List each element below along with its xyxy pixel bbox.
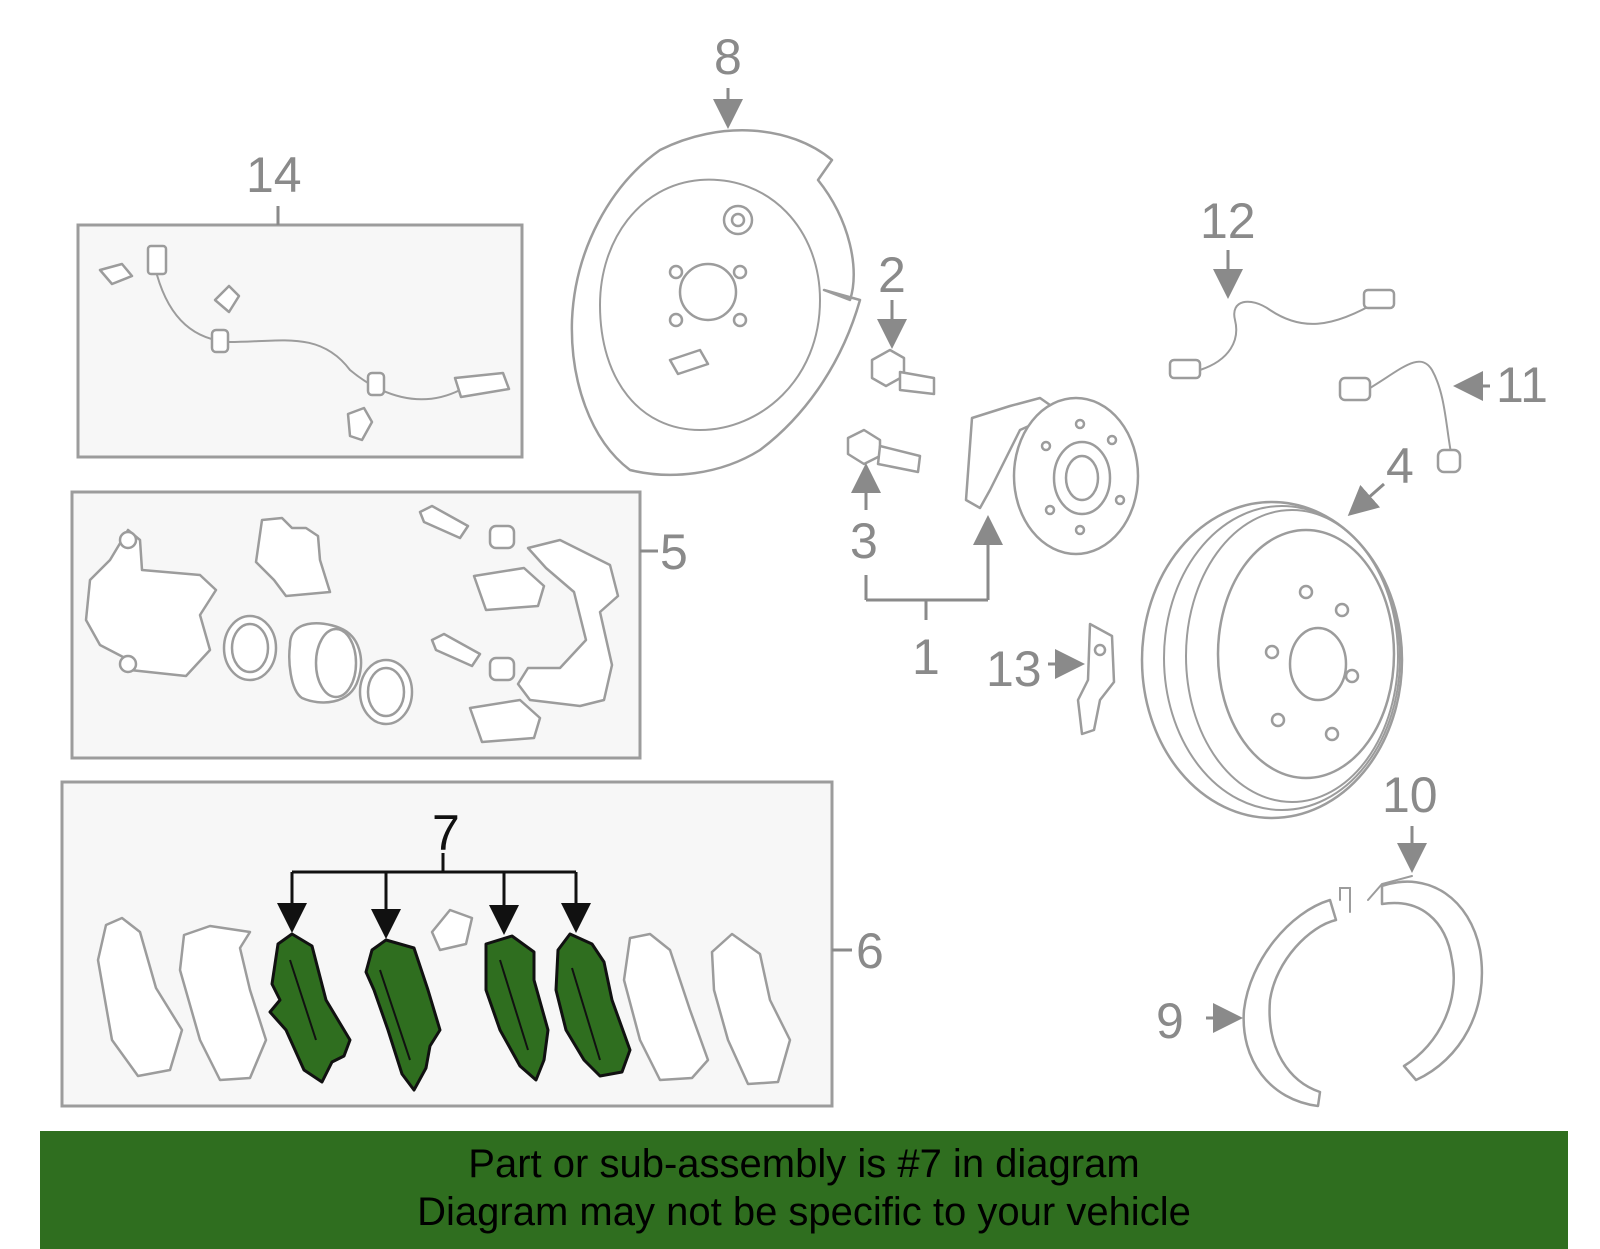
part-9-parking-brake-shoe[interactable]: [1206, 887, 1351, 1108]
info-banner: Part or sub-assembly is #7 in diagram Di…: [40, 1131, 1568, 1249]
banner-line-2: Diagram may not be specific to your vehi…: [417, 1190, 1191, 1234]
callout-3: 3: [850, 513, 878, 569]
part-7-pad-1[interactable]: [268, 932, 352, 1084]
part-12-brake-line[interactable]: [1168, 250, 1396, 380]
callout-12: 12: [1200, 193, 1256, 249]
part-7-brake-pad-kit[interactable]: [268, 932, 632, 1092]
callout-7: 7: [432, 805, 460, 861]
part-8-backing-plate[interactable]: [570, 88, 862, 477]
part-14-abs-sensor-group[interactable]: [76, 206, 524, 459]
callout-2: 2: [878, 247, 906, 303]
callout-4: 4: [1386, 438, 1414, 494]
callout-9: 9: [1156, 993, 1184, 1049]
part-6-pad-group[interactable]: [60, 780, 852, 1108]
part-7-pad-4[interactable]: [554, 932, 632, 1078]
part-11-brake-hose[interactable]: [1338, 360, 1490, 474]
callout-1: 1: [912, 629, 940, 685]
part-13-bracket[interactable]: [1048, 622, 1116, 736]
part-3-bolt[interactable]: [846, 428, 922, 510]
callout-11: 11: [1496, 357, 1548, 413]
callout-6: 6: [856, 923, 884, 979]
callout-8: 8: [714, 29, 742, 85]
callout-13: 13: [986, 641, 1042, 697]
banner-line-1: Part or sub-assembly is #7 in diagram: [468, 1142, 1140, 1186]
part-5-caliper-group[interactable]: [70, 490, 658, 760]
part-10-parking-brake-shoe[interactable]: [1367, 826, 1484, 1082]
part-7-pad-3[interactable]: [484, 934, 550, 1082]
callout-5: 5: [660, 524, 688, 580]
part-1-hub-bearing[interactable]: [864, 396, 1140, 620]
callout-14: 14: [246, 147, 302, 203]
callout-10: 10: [1382, 767, 1438, 823]
part-7-pad-2[interactable]: [364, 938, 442, 1092]
part-2-bolt[interactable]: [870, 300, 936, 396]
part-4-brake-rotor[interactable]: [1140, 482, 1404, 820]
